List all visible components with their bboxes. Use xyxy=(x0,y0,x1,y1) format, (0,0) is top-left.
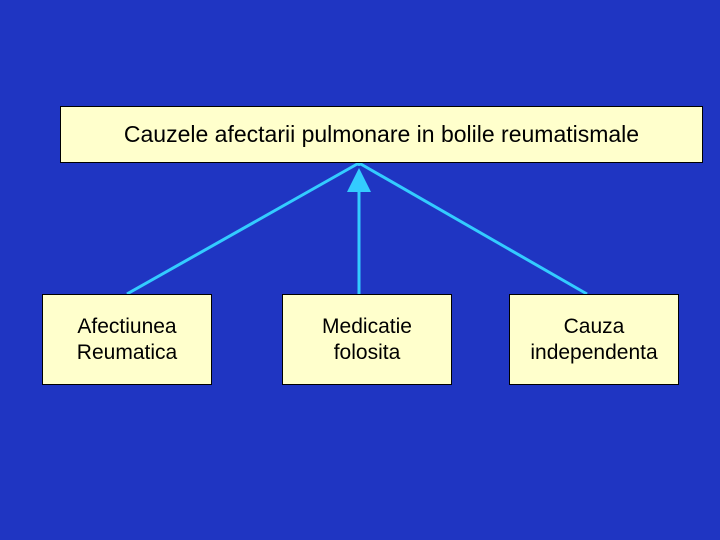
connector-left xyxy=(126,161,360,296)
child-label-line2: independenta xyxy=(530,340,658,364)
child-box-afectiunea-reumatica: Afectiunea Reumatica xyxy=(42,294,212,385)
child-label-line1: Medicatie xyxy=(322,314,412,338)
child-box-medicatie-folosita: Medicatie folosita xyxy=(282,294,452,385)
connector-right xyxy=(358,161,588,296)
child-label-line1: Cauza xyxy=(563,314,625,338)
child-label-line2: Reumatica xyxy=(76,340,178,364)
child-label-line2: folosita xyxy=(333,340,401,364)
root-box: Cauzele afectarii pulmonare in bolile re… xyxy=(60,106,703,163)
root-label: Cauzele afectarii pulmonare in bolile re… xyxy=(123,121,640,147)
child-label-line1: Afectiunea xyxy=(77,314,177,338)
child-box-cauza-independenta: Cauza independenta xyxy=(509,294,679,385)
